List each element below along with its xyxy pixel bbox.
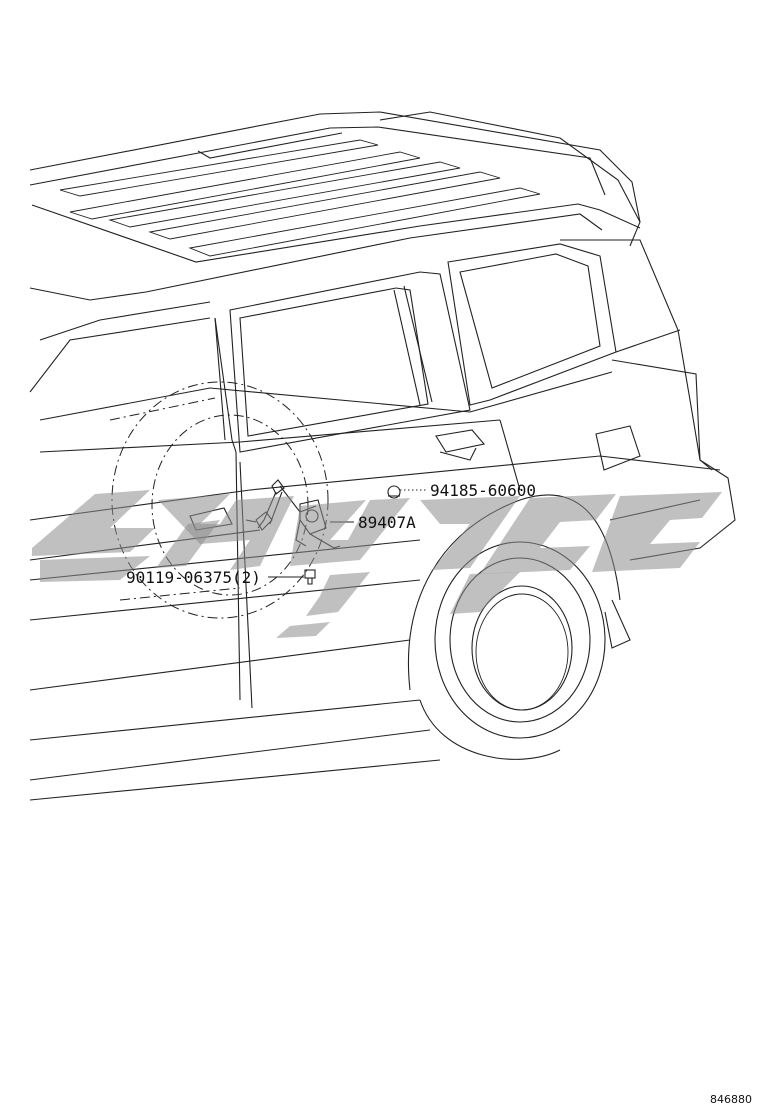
bolt-part (304, 569, 316, 585)
illustration-reference-number: 846880 (710, 1093, 752, 1106)
vehicle-outline (29, 111, 736, 801)
rear-wheel (407, 494, 621, 760)
callout-label-bolt: 90119-06375(2) (126, 568, 261, 587)
callout-label-plug: 94185-60600 (430, 481, 536, 500)
callout-label-sensor: 89407A (358, 513, 416, 532)
watermark-logo (32, 490, 722, 638)
grommet-plug-part (387, 485, 401, 499)
